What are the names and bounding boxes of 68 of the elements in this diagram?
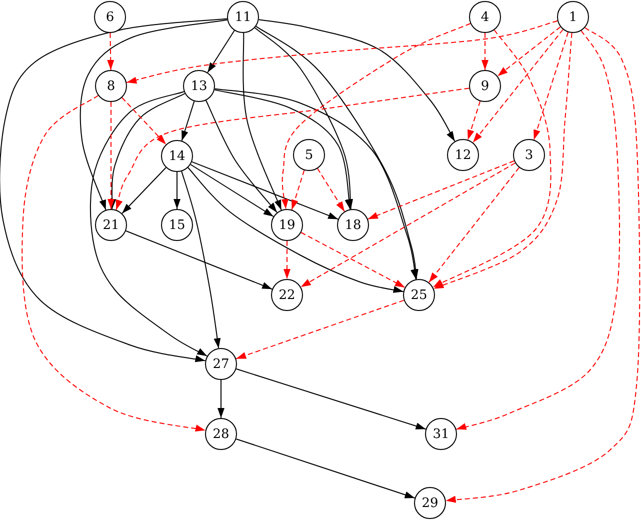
arrow bbox=[482, 32, 488, 70]
arrow bbox=[258, 19, 456, 142]
node-label: 8 bbox=[106, 80, 116, 92]
arrow bbox=[80, 19, 228, 210]
arrow bbox=[218, 380, 224, 418]
arrow bbox=[188, 167, 404, 294]
arrow bbox=[126, 20, 558, 84]
node-label: 18 bbox=[344, 218, 362, 232]
arrow bbox=[22, 95, 206, 432]
node-label: 19 bbox=[278, 218, 296, 232]
node-label: 11 bbox=[234, 10, 252, 24]
node-label: 12 bbox=[454, 148, 472, 162]
arrow bbox=[467, 100, 481, 140]
arrow bbox=[291, 170, 305, 210]
node-label: 1 bbox=[568, 10, 578, 24]
arrow bbox=[191, 161, 339, 220]
node-label: 22 bbox=[278, 288, 296, 302]
arrow bbox=[256, 26, 419, 280]
arrow bbox=[207, 30, 235, 73]
arrow bbox=[284, 240, 290, 280]
arrow bbox=[367, 160, 515, 220]
node-label: 3 bbox=[524, 148, 534, 162]
arrow bbox=[108, 102, 114, 210]
arrow bbox=[254, 27, 354, 210]
arrow bbox=[472, 29, 564, 143]
arrow bbox=[90, 91, 208, 357]
node-label: 28 bbox=[212, 428, 230, 440]
node-label: 31 bbox=[432, 428, 450, 440]
arrow bbox=[181, 100, 195, 142]
arrow bbox=[125, 230, 273, 290]
arrow bbox=[433, 32, 572, 290]
node-label: 14 bbox=[168, 150, 186, 162]
node-label: 6 bbox=[106, 10, 114, 24]
node-label: 15 bbox=[168, 218, 186, 232]
arrow bbox=[456, 30, 620, 430]
arrow bbox=[236, 300, 404, 360]
node-label: 29 bbox=[422, 496, 438, 510]
arrow bbox=[497, 26, 561, 77]
arrow bbox=[281, 23, 471, 210]
arrow bbox=[300, 162, 516, 288]
arrow bbox=[236, 368, 426, 430]
arrow bbox=[122, 167, 166, 214]
arrow bbox=[108, 93, 186, 210]
node-label: 9 bbox=[480, 80, 490, 92]
arrow bbox=[190, 164, 274, 217]
arrow bbox=[206, 100, 278, 213]
arrow bbox=[122, 97, 166, 145]
arrow bbox=[432, 30, 552, 288]
arrow bbox=[107, 32, 114, 70]
arrow bbox=[533, 32, 569, 140]
arrow bbox=[0, 18, 228, 362]
arrow bbox=[115, 88, 470, 210]
node-label: 5 bbox=[304, 148, 314, 162]
arrow bbox=[428, 167, 520, 283]
arrow bbox=[445, 27, 640, 503]
node-label: 4 bbox=[480, 10, 490, 24]
arrow bbox=[181, 170, 221, 349]
node-label: 13 bbox=[190, 80, 208, 92]
arrow bbox=[214, 89, 352, 210]
node-label: 21 bbox=[102, 218, 120, 232]
node-label: 25 bbox=[410, 288, 428, 302]
arrow bbox=[317, 168, 345, 212]
arrow bbox=[214, 88, 418, 280]
arrow bbox=[242, 32, 282, 210]
node-label: 27 bbox=[212, 358, 230, 370]
arrow bbox=[236, 438, 416, 498]
arrow bbox=[300, 232, 406, 288]
arrow bbox=[174, 172, 180, 210]
